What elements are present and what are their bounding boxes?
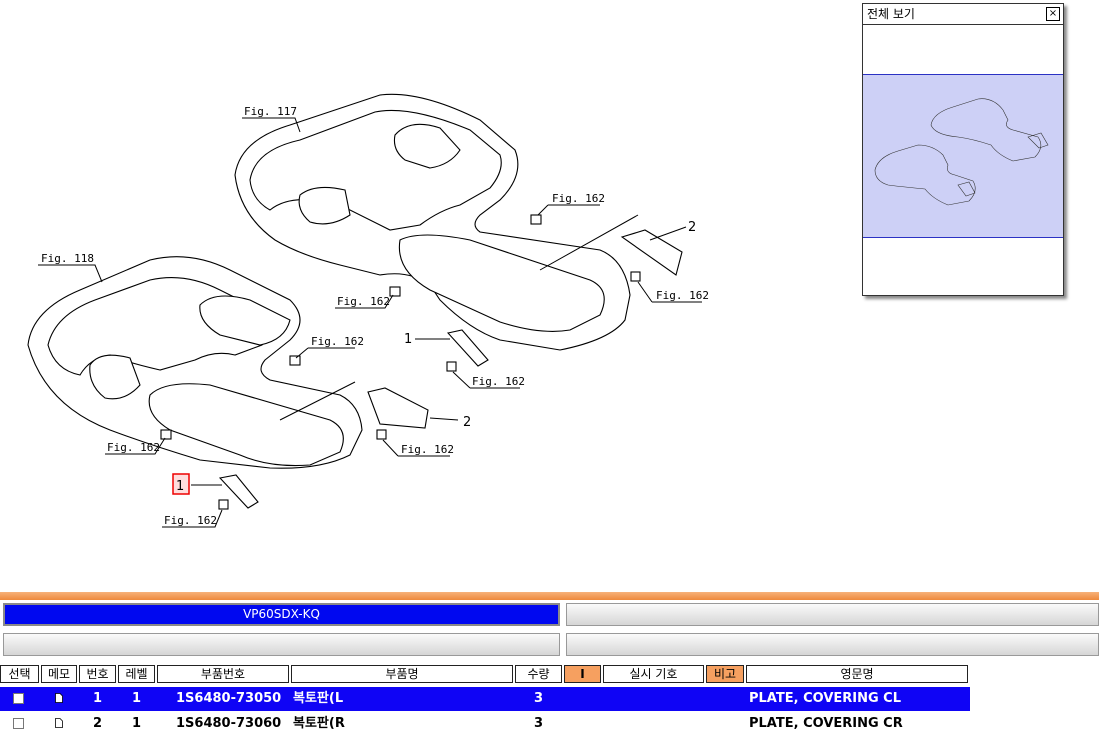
callout-1-upper[interactable]: 1 xyxy=(404,332,412,347)
cover-lower-bar xyxy=(148,383,344,467)
row-part-name: 복토판(R xyxy=(293,716,345,731)
plate-1-upper xyxy=(446,329,489,367)
fig-label-162-c[interactable]: Fig. 162 xyxy=(311,335,364,348)
bracket-2-upper xyxy=(620,229,683,276)
info-bar-right-1 xyxy=(566,603,1099,626)
model-name-bar[interactable]: VP60SDX-KQ xyxy=(3,603,560,626)
bolt-3 xyxy=(376,429,387,440)
overview-viewport[interactable] xyxy=(863,74,1063,238)
memo-icon[interactable] xyxy=(55,718,63,728)
row-english-name: PLATE, COVERING CR xyxy=(749,716,903,731)
overview-title-bar[interactable]: 전체 보기 × xyxy=(863,4,1063,25)
row-english-name: PLATE, COVERING CL xyxy=(749,691,902,706)
plate-1-lower xyxy=(218,474,259,509)
row-part-number: 1S6480-73060 xyxy=(176,716,282,731)
row-number: 2 xyxy=(93,716,103,731)
fig-label-117[interactable]: Fig. 117 xyxy=(244,105,297,118)
callout-2-upper[interactable]: 2 xyxy=(688,220,696,235)
header-part-name[interactable]: 부품명 xyxy=(291,665,513,683)
info-bar-left-2 xyxy=(3,633,560,656)
table-row[interactable]: 1 1 1S6480-73050 복토판(L 3 PLATE, COVERING… xyxy=(0,687,970,711)
row-level: 1 xyxy=(132,691,142,706)
bolt-1 xyxy=(630,271,641,282)
fig-label-162-d[interactable]: Fig. 162 xyxy=(107,441,160,454)
row-checkbox[interactable] xyxy=(13,693,24,704)
bolt-2 xyxy=(446,361,457,372)
row-part-name: 복토판(L xyxy=(293,691,344,706)
header-i[interactable]: I xyxy=(564,665,601,683)
cover-lower-hump xyxy=(199,295,291,346)
header-level[interactable]: 레벨 xyxy=(118,665,155,683)
row-quantity: 3 xyxy=(534,691,544,706)
row-number: 1 xyxy=(93,691,103,706)
callout-2-lower[interactable]: 2 xyxy=(463,415,471,430)
cover-lower-hump2 xyxy=(89,354,141,400)
bracket-2-lower xyxy=(367,387,429,429)
bolt-4 xyxy=(218,499,229,510)
nut-4 xyxy=(160,429,172,440)
fig-label-162-e[interactable]: Fig. 162 xyxy=(164,514,217,527)
parts-illustration: Fig. 117 Fig. 118 Fig. 162 Fig. 162 Fig.… xyxy=(27,93,709,528)
header-english-name[interactable]: 영문명 xyxy=(746,665,968,683)
row-quantity: 3 xyxy=(534,716,544,731)
nut-2 xyxy=(389,286,401,297)
table-row[interactable]: 2 1 1S6480-73060 복토판(R 3 PLATE, COVERING… xyxy=(0,712,970,736)
fig-label-162-b[interactable]: Fig. 162 xyxy=(337,295,390,308)
fig-label-162-g[interactable]: Fig. 162 xyxy=(472,375,525,388)
callout-1-lower[interactable]: 1 xyxy=(176,479,184,494)
header-quantity[interactable]: 수량 xyxy=(515,665,562,683)
header-mark[interactable]: 실시 기호 xyxy=(603,665,704,683)
parts-diagram[interactable]: Fig. 117 Fig. 118 Fig. 162 Fig. 162 Fig.… xyxy=(0,0,1099,592)
row-part-number: 1S6480-73050 xyxy=(176,691,282,706)
fig-label-162-h[interactable]: Fig. 162 xyxy=(401,443,454,456)
callout-1-highlight[interactable] xyxy=(172,473,190,495)
header-part-number[interactable]: 부품번호 xyxy=(157,665,289,683)
fig-label-162-f[interactable]: Fig. 162 xyxy=(656,289,709,302)
cover-upper-hump xyxy=(393,123,461,169)
overview-thumbnail xyxy=(874,98,1049,206)
header-memo[interactable]: 메모 xyxy=(41,665,77,683)
header-remark[interactable]: 비고 xyxy=(706,665,744,683)
fig-label-162-a[interactable]: Fig. 162 xyxy=(552,192,605,205)
overview-title: 전체 보기 xyxy=(867,7,915,21)
cover-upper-bar xyxy=(398,234,605,332)
header-number[interactable]: 번호 xyxy=(79,665,116,683)
cover-upper-hump2 xyxy=(298,186,351,225)
nut-3 xyxy=(289,355,301,366)
splitter-bar[interactable] xyxy=(0,592,1099,600)
row-checkbox[interactable] xyxy=(13,718,24,729)
info-bar-right-2 xyxy=(566,633,1099,656)
overview-panel[interactable]: 전체 보기 × xyxy=(862,3,1064,296)
memo-icon[interactable] xyxy=(55,693,63,703)
nut-1 xyxy=(530,214,542,225)
row-level: 1 xyxy=(132,716,142,731)
header-select[interactable]: 선택 xyxy=(0,665,39,683)
close-icon[interactable]: × xyxy=(1046,7,1060,21)
fig-label-118[interactable]: Fig. 118 xyxy=(41,252,94,265)
